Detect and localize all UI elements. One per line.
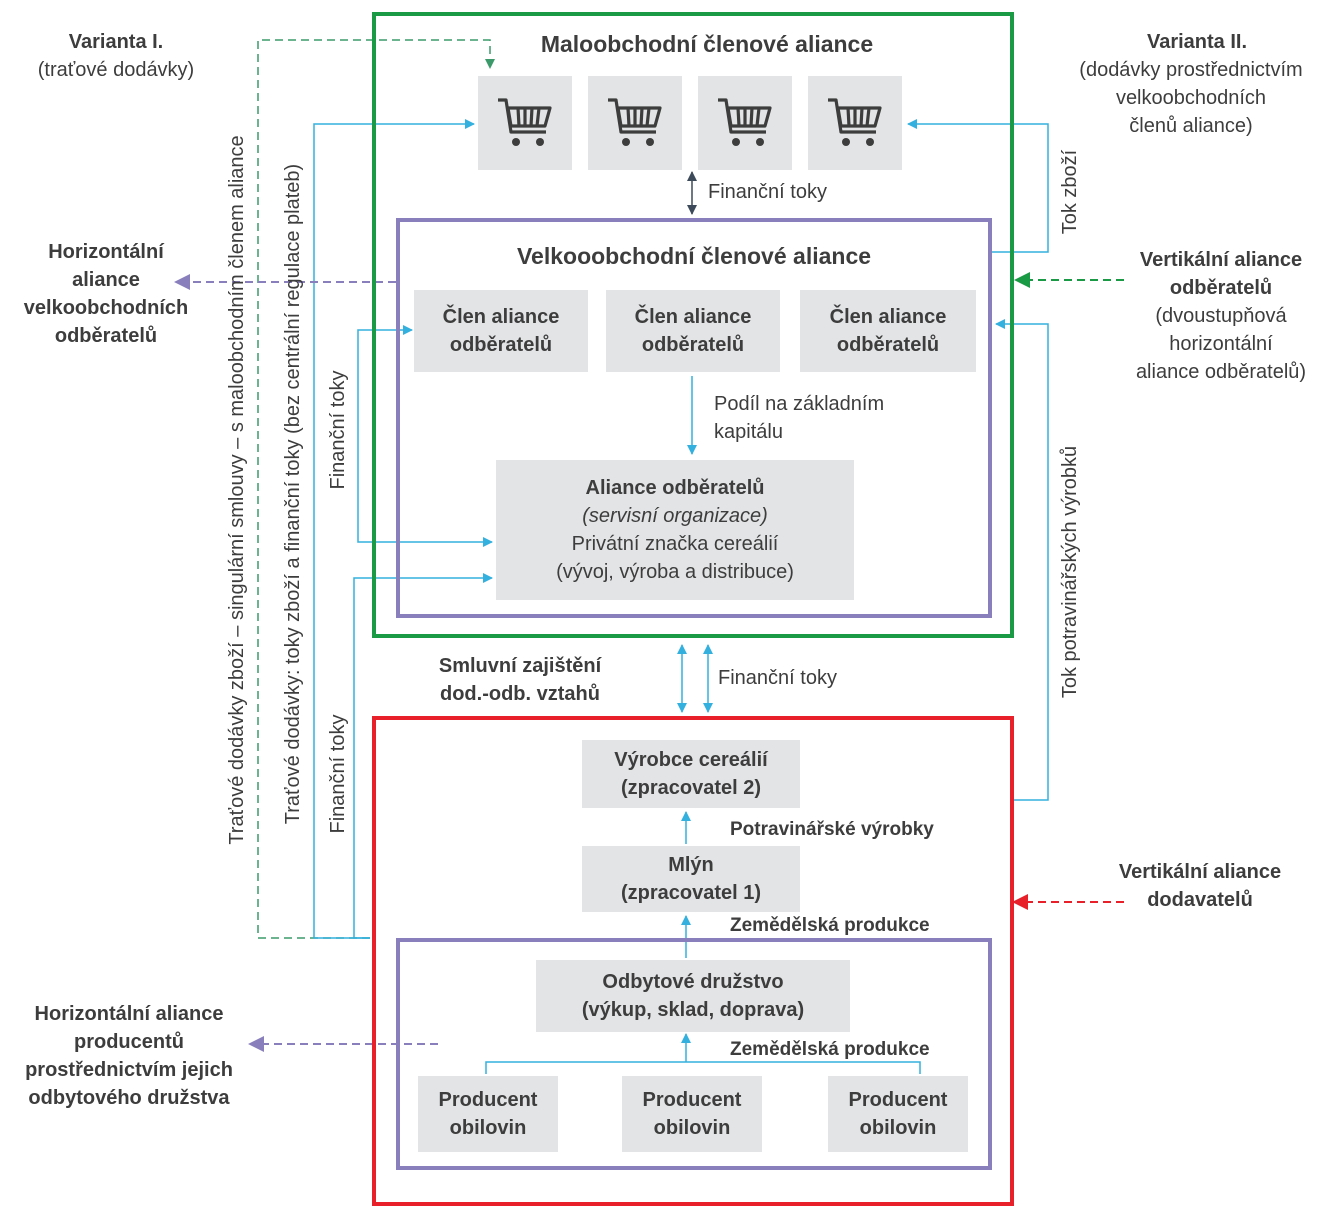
- hw-line-2: aliance: [72, 269, 140, 291]
- producent-label-1: Producent: [642, 1089, 742, 1111]
- variant2-title: Varianta II.: [1146, 31, 1248, 53]
- label-potravinarske: Potravinářské výrobky: [730, 819, 934, 840]
- producent-box-2: Producent obilovin: [622, 1076, 762, 1152]
- buyer-alliance-title: Aliance odběratelů: [585, 477, 765, 499]
- member-label-1: Člen aliance: [442, 306, 560, 328]
- cart-box-2: [588, 76, 682, 170]
- vertical-fin-lower: Finanční toky: [327, 714, 349, 834]
- vertical-tok-zbozi: Tok zboží: [1059, 149, 1081, 235]
- horizontal-producers-label: Horizontální aliance producentů prostřed…: [0, 1000, 258, 1112]
- producent-box-3: Producent obilovin: [828, 1076, 968, 1152]
- label-podil: Podíl na základním kapitálu: [714, 390, 884, 446]
- line-tok-zbozi: [907, 119, 1049, 253]
- hp-line-3: prostřednictvím jejich: [25, 1059, 233, 1081]
- podil-line-1: Podíl na základním: [714, 393, 885, 415]
- vyrobce-line-1: Výrobce cereálií: [614, 749, 768, 771]
- druzstvo-line-2: (výkup, sklad, doprava): [581, 999, 805, 1021]
- v2-line-3: členů aliance): [1129, 115, 1253, 137]
- producent-label-2: obilovin: [653, 1117, 731, 1139]
- shopping-cart-icon: [718, 98, 772, 146]
- variant1-title: Varianta I.: [68, 31, 164, 53]
- line-producenti-bracket: [485, 1061, 921, 1074]
- vs-line-2: dodavatelů: [1147, 889, 1253, 911]
- variant1-sub: (traťové dodávky): [37, 59, 195, 81]
- vertical-buyers-label: Vertikální aliance odběratelů (dvoustupň…: [1106, 246, 1336, 386]
- podil-line-2: kapitálu: [714, 421, 783, 443]
- producent-label-2: obilovin: [859, 1117, 937, 1139]
- hw-line-3: velkoobchodních: [23, 297, 189, 319]
- cart-box-1: [478, 76, 572, 170]
- shopping-cart-icon: [608, 98, 662, 146]
- member-box-2: Člen aliance odběratelů: [606, 290, 780, 372]
- member-label-2: odběratelů: [449, 334, 553, 356]
- smluvni-line-1: Smluvní zajištění: [438, 655, 602, 677]
- shopping-cart-icon: [498, 98, 552, 146]
- retail-title: Maloobchodní členové aliance: [540, 31, 874, 57]
- member-box-1: Člen aliance odběratelů: [414, 290, 588, 372]
- hw-line-1: Horizontální: [48, 241, 164, 263]
- line-trate-to-cart: [313, 119, 475, 939]
- line-fin-to-member: [357, 325, 493, 547]
- producent-label-1: Producent: [848, 1089, 948, 1111]
- vs-line-1: Vertikální aliance: [1118, 861, 1282, 883]
- label-zemedelska-1: Zemědělská produkce: [730, 915, 930, 936]
- member-label-2: odběratelů: [641, 334, 745, 356]
- vb-line-4: horizontální: [1169, 333, 1273, 355]
- member-label-2: odběratelů: [836, 334, 940, 356]
- vb-line-2: odběratelů: [1169, 277, 1273, 299]
- dashed-route-retail: [257, 39, 495, 939]
- wholesale-alliance-frame: [396, 218, 992, 618]
- horizontal-wholesale-label: Horizontální aliance velkoobchodních odb…: [0, 238, 212, 350]
- label-fin-retail-wholesale: Finanční toky: [708, 181, 827, 203]
- producent-label-2: obilovin: [449, 1117, 527, 1139]
- vertical-text-singular: Traťové dodávky zboží – singulární smlou…: [226, 135, 248, 845]
- producent-box-1: Producent obilovin: [418, 1076, 558, 1152]
- hp-line-2: producentů: [74, 1031, 184, 1053]
- smluvni-line-2: dod.-odb. vztahů: [440, 683, 600, 705]
- buyer-alliance-line3: Privátní značka cereálií: [571, 533, 779, 555]
- retail-alliance-frame: [372, 12, 1014, 638]
- label-smluvni: Smluvní zajištění dod.-odb. vztahů: [410, 652, 630, 708]
- cart-box-3: [698, 76, 792, 170]
- line-fin-to-alliance: [353, 573, 493, 939]
- shopping-cart-icon: [828, 98, 882, 146]
- line-tok-potravin: [995, 319, 1049, 801]
- mlyn-line-2: (zpracovatel 1): [620, 882, 762, 904]
- vb-line-1: Vertikální aliance: [1139, 249, 1303, 271]
- hp-line-4: odbytového družstva: [28, 1087, 230, 1109]
- mlyn-line-1: Mlýn: [668, 854, 714, 876]
- member-box-3: Člen aliance odběratelů: [800, 290, 976, 372]
- vertical-tok-potravin: Tok potravinářských výrobků: [1059, 445, 1081, 699]
- member-label-1: Člen aliance: [829, 306, 947, 328]
- producer-cooperative-frame: [396, 938, 992, 1170]
- v2-line-1: (dodávky prostřednictvím: [1079, 59, 1303, 81]
- buyer-alliance-line4: (vývoj, výroba a distribuce): [556, 561, 794, 583]
- vertical-text-trate: Traťové dodávky: toky zboží a finanční t…: [282, 163, 304, 825]
- variant2-sub: (dodávky prostřednictvím velkoobchodních…: [1046, 56, 1336, 140]
- label-zemedelska-2: Zemědělská produkce: [730, 1039, 930, 1060]
- druzstvo-line-1: Odbytové družstvo: [602, 971, 784, 993]
- druzstvo-box: Odbytové družstvo (výkup, sklad, doprava…: [536, 960, 850, 1032]
- vertical-suppliers-label: Vertikální aliance dodavatelů: [1090, 858, 1310, 914]
- vyrobce-box: Výrobce cereálií (zpracovatel 2): [582, 740, 800, 808]
- vyrobce-line-2: (zpracovatel 2): [620, 777, 762, 799]
- v2-line-2: velkoobchodních: [1115, 87, 1267, 109]
- hp-line-1: Horizontální aliance: [34, 1003, 224, 1025]
- wholesale-title: Velkooobchodní členové aliance: [516, 243, 872, 269]
- vertical-fin-upper: Finanční toky: [327, 370, 349, 490]
- hw-line-4: odběratelů: [54, 325, 158, 347]
- member-label-1: Člen aliance: [634, 306, 752, 328]
- vb-line-3: (dvoustupňová: [1155, 305, 1287, 327]
- producent-label-1: Producent: [438, 1089, 538, 1111]
- label-fin-middle: Finanční toky: [718, 667, 837, 689]
- mlyn-box: Mlýn (zpracovatel 1): [582, 846, 800, 912]
- buyer-alliance-box: Aliance odběratelů (servisní organizace)…: [496, 460, 854, 600]
- buyer-alliance-sub: (servisní organizace): [582, 505, 768, 527]
- cart-box-4: [808, 76, 902, 170]
- vb-line-5: aliance odběratelů): [1135, 361, 1307, 383]
